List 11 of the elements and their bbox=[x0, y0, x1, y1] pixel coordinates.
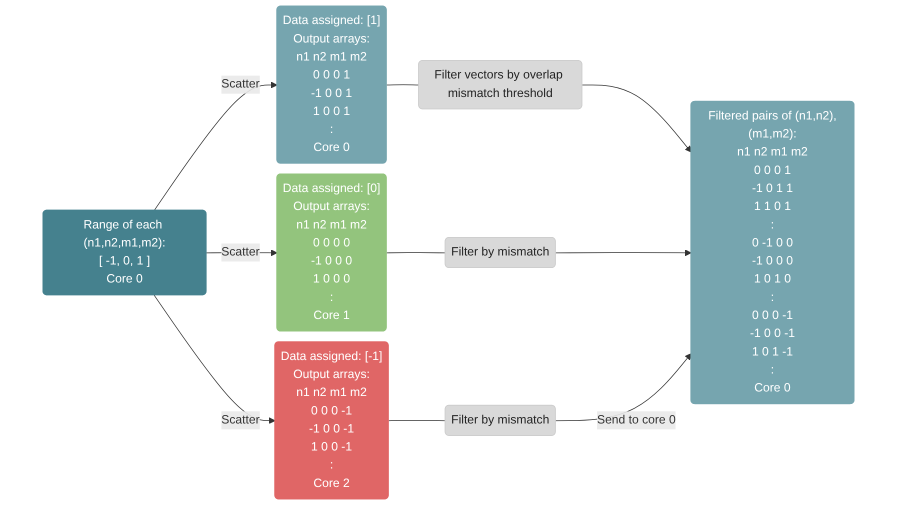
edge-label: Scatter bbox=[221, 246, 260, 259]
arrow bbox=[154, 294, 276, 424]
arrow bbox=[154, 82, 278, 211]
edge-label: Scatter bbox=[221, 414, 260, 426]
edge-label: Send to core 0 bbox=[597, 414, 676, 426]
arrow bbox=[582, 84, 692, 152]
arrow bbox=[555, 250, 692, 256]
connector bbox=[386, 84, 420, 86]
edge-label: Scatter bbox=[221, 78, 260, 91]
connector bbox=[386, 252, 446, 254]
connector bbox=[388, 420, 446, 422]
